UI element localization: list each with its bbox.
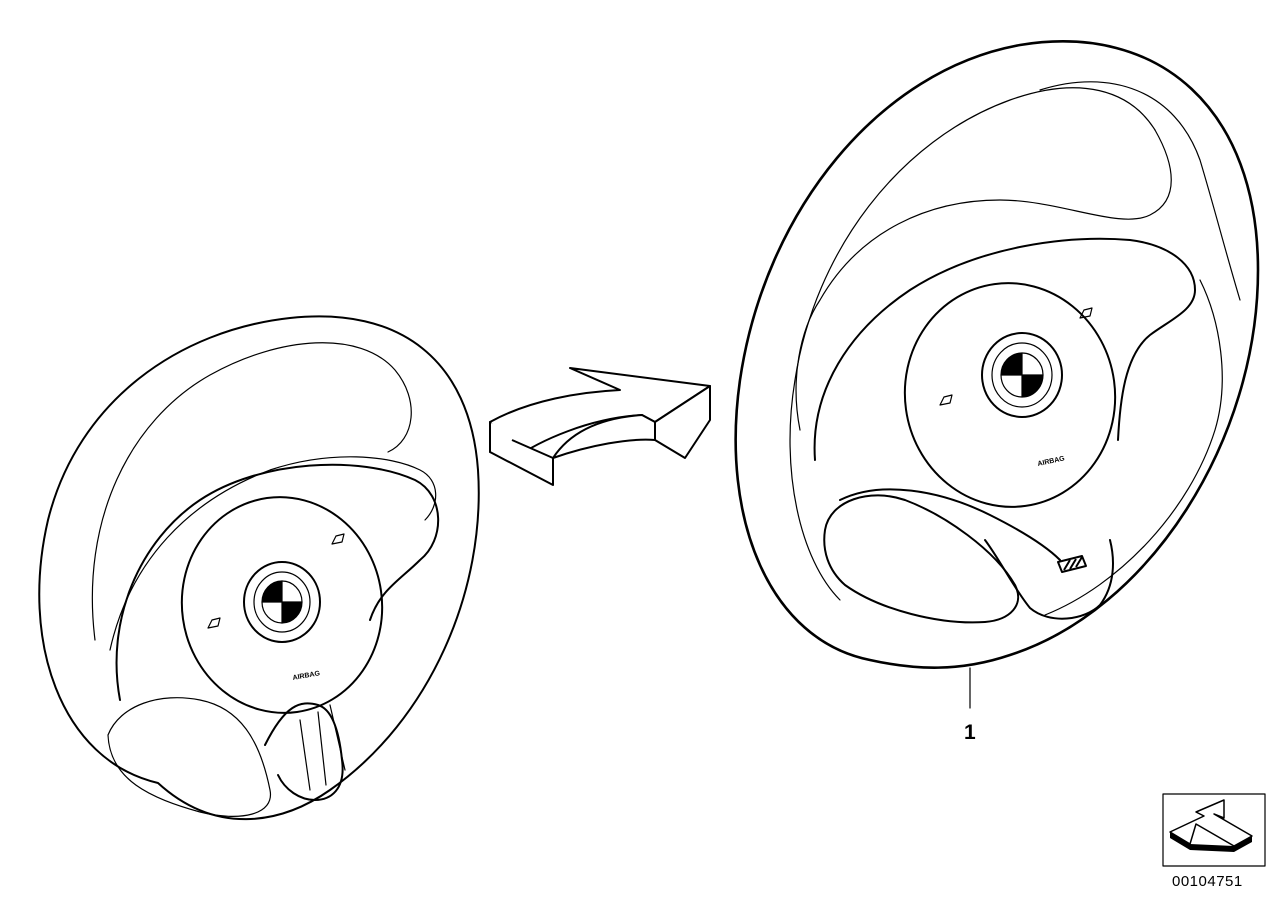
roundel-logo [243,561,321,643]
3d-arrow-icon [1169,799,1253,852]
diagram-id: 00104751 [1172,873,1243,890]
replacement-steering-wheel: AIRBAG [734,40,1260,709]
original-steering-wheel: AIRBAG [38,315,480,821]
roundel-logo [981,332,1063,418]
m-badge-icon [1057,555,1087,573]
transition-arrow-icon [489,367,711,486]
airbag-label-left: AIRBAG [292,670,321,682]
corner-box-frame [1162,793,1266,867]
horn-icon [939,307,1093,406]
corner-arrow-box [1162,793,1266,867]
horn-icon [207,533,345,629]
airbag-label-right: AIRBAG [1037,455,1066,468]
part-callout-1: 1 [964,721,976,744]
